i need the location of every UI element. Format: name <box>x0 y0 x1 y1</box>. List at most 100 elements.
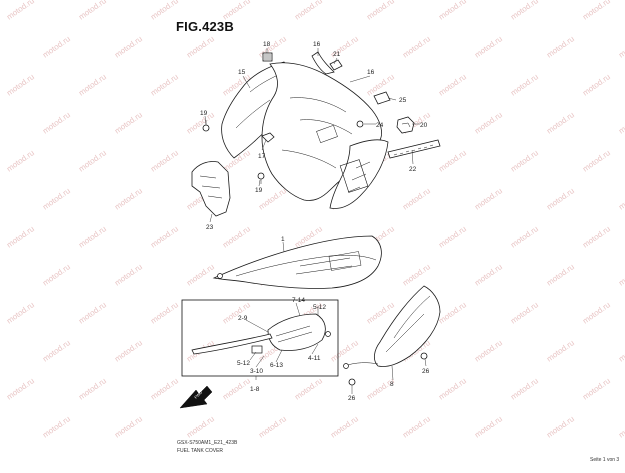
watermark-text: motod.ru <box>437 300 468 325</box>
callout-23: 23 <box>206 224 214 231</box>
watermark-text: motod.ru <box>221 224 252 249</box>
watermark-text: motod.ru <box>545 110 576 135</box>
watermark-text: motod.ru <box>437 0 468 22</box>
part-26-clip-left <box>348 378 356 386</box>
watermark-text: motod.ru <box>41 262 72 287</box>
watermark-text: motod.ru <box>77 72 108 97</box>
watermark-text: motod.ru <box>149 300 180 325</box>
right-side-scoop <box>329 139 389 209</box>
watermark-text: motod.ru <box>365 376 396 401</box>
watermark-text: motod.ru <box>329 414 360 439</box>
page-label: Seite 1 von 3 <box>590 457 620 463</box>
watermark-text: motod.ru <box>581 376 612 401</box>
watermark-text: motod.ru <box>149 148 180 173</box>
watermark-text: motod.ru <box>113 34 144 59</box>
callout-16-top: 16 <box>313 41 321 48</box>
watermark-text: motod.ru <box>401 186 432 211</box>
callout-7-14: 7-14 <box>292 297 305 304</box>
watermark-text: motod.ru <box>77 224 108 249</box>
callout-19-lower: 19 <box>255 187 263 194</box>
watermark-text: motod.ru <box>545 414 576 439</box>
watermark-text: motod.ru <box>437 376 468 401</box>
watermark-text: motod.ru <box>293 376 324 401</box>
watermark-text: motod.ru <box>401 414 432 439</box>
watermark-text: motod.ru <box>365 300 396 325</box>
watermark-text: motod.ru <box>545 186 576 211</box>
leader-lines <box>204 48 427 394</box>
callout-24: 24 <box>376 122 384 129</box>
watermark-text: motod.ru <box>5 300 36 325</box>
callout-22: 22 <box>409 166 417 173</box>
callout-16-right: 16 <box>367 69 375 76</box>
watermark-text: motod.ru <box>149 376 180 401</box>
part-23-bracket <box>191 161 231 217</box>
watermark-text: motod.ru <box>437 224 468 249</box>
watermark-text: motod.ru <box>5 0 36 22</box>
watermark-text: motod.ru <box>77 0 108 22</box>
watermark-text: motod.ru <box>77 300 108 325</box>
watermark-text: motod.ru <box>437 148 468 173</box>
callout-19-upper: 19 <box>200 110 208 117</box>
watermark-text: motod.ru <box>5 376 36 401</box>
watermark-text: motod.ru <box>113 338 144 363</box>
watermark-text: motod.ru <box>545 262 576 287</box>
watermark-text: motod.ru <box>257 414 288 439</box>
watermark-text: motod.ru <box>41 338 72 363</box>
part-25-clip <box>373 91 391 105</box>
kit-box-1-8 <box>181 299 339 377</box>
watermark-text: motod.ru <box>185 414 216 439</box>
part-20-grommet <box>396 116 415 134</box>
callout-5-12-left: 5-12 <box>237 360 250 367</box>
watermark-text: motod.ru <box>113 414 144 439</box>
kit-clip <box>325 331 331 337</box>
watermark-text: motod.ru <box>509 148 540 173</box>
watermark-text: motod.ru <box>41 110 72 135</box>
part-26-clip-right <box>420 352 428 360</box>
watermark-text: motod.ru <box>293 0 324 22</box>
watermark-text: motod.ru <box>185 262 216 287</box>
watermark-text: motod.ru <box>509 300 540 325</box>
watermark-text: motod.ru <box>5 148 36 173</box>
watermark-text: motod.ru <box>365 0 396 22</box>
watermark-text: motod.ru <box>5 224 36 249</box>
part-21-clip <box>329 59 343 71</box>
upper-cover-assembly <box>191 51 441 217</box>
watermark-text: motod.ru <box>113 262 144 287</box>
watermark-text: motod.ru <box>617 262 625 287</box>
watermark-text: motod.ru <box>545 34 576 59</box>
watermark-text: motod.ru <box>545 338 576 363</box>
callout-15: 15 <box>238 69 246 76</box>
watermark-text: motod.ru <box>509 0 540 22</box>
figure-name: FUEL TANK COVER <box>177 448 224 454</box>
watermark-text: motod.ru <box>509 376 540 401</box>
part-19-bolt-lower <box>257 172 265 184</box>
part-8-lower-side-cover <box>343 285 441 369</box>
side-vent-grille <box>339 159 369 193</box>
watermark-text: motod.ru <box>509 224 540 249</box>
watermark-text: motod.ru <box>617 34 625 59</box>
front-direction-arrow-icon: FWD <box>179 385 213 409</box>
watermark-text: motod.ru <box>581 300 612 325</box>
watermark-text: motod.ru <box>581 0 612 22</box>
watermark-text: motod.ru <box>509 72 540 97</box>
part-24-clip <box>356 120 364 128</box>
part-15-side-cover <box>221 61 293 159</box>
watermark-text: motod.ru <box>617 414 625 439</box>
callout-26-right: 26 <box>422 368 430 375</box>
watermark-text: motod.ru <box>617 186 625 211</box>
callout-25: 25 <box>399 97 407 104</box>
watermark-text: motod.ru <box>77 376 108 401</box>
watermark-text: motod.ru <box>473 34 504 59</box>
callout-1-8: 1-8 <box>250 386 260 393</box>
callout-17: 17 <box>258 153 266 160</box>
watermark-text: motod.ru <box>581 224 612 249</box>
part-16-trim-strip <box>311 51 335 75</box>
watermark-text: motod.ru <box>617 338 625 363</box>
callout-3-10: 3-10 <box>250 368 263 375</box>
callout-2-9: 2-9 <box>238 315 248 322</box>
kit-inner-cover <box>267 313 326 351</box>
callout-26-left: 26 <box>348 395 356 402</box>
watermark-text: motod.ru <box>77 148 108 173</box>
callout-21: 21 <box>333 51 341 58</box>
